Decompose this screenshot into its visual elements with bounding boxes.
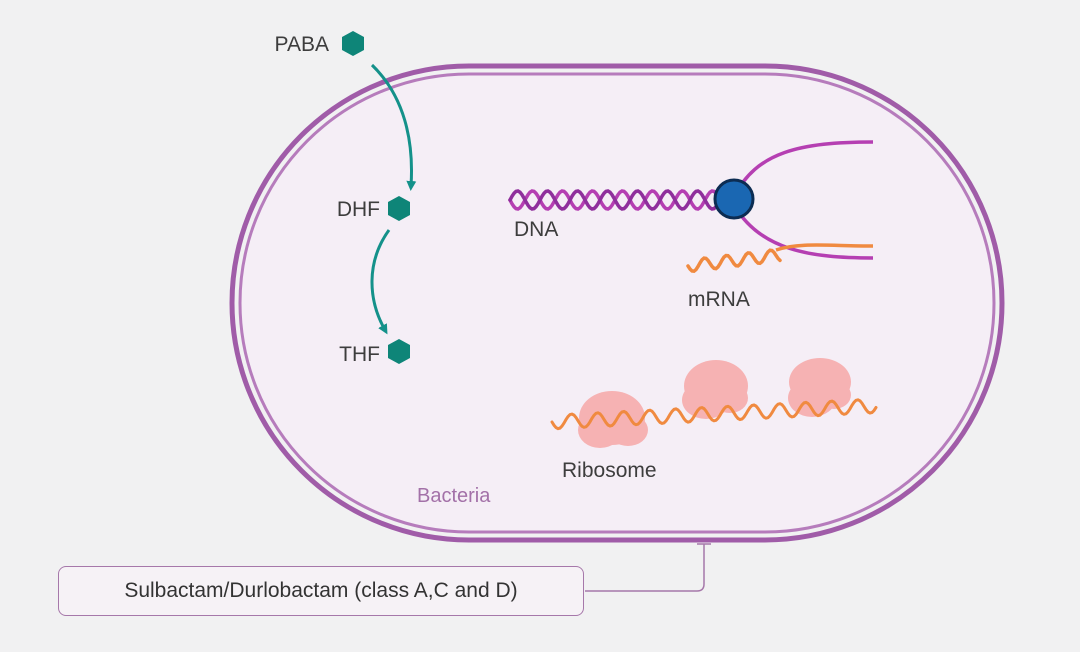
translated-mrna-strand [550, 398, 878, 431]
paba-label: PABA [275, 33, 329, 56]
paba-hexagon-icon [342, 31, 364, 56]
ribosome-label: Ribosome [562, 459, 657, 482]
cell-membrane-outer [229, 63, 1005, 543]
dhf-hexagon-icon [388, 196, 410, 221]
ribosome-icon [578, 391, 648, 448]
arrow-dhf-to-thf [370, 229, 391, 335]
drug-label-box: Sulbactam/Durlobactam (class A,C and D) [58, 566, 584, 616]
cell-membrane-inner [238, 72, 996, 534]
thf-label: THF [339, 343, 380, 366]
mrna-label: mRNA [688, 288, 750, 311]
thf-hexagon-icon [388, 339, 410, 364]
drug-label: Sulbactam/Durlobactam (class A,C and D) [124, 579, 518, 602]
mrna-strand [686, 248, 782, 274]
dna-strand [508, 189, 718, 211]
mrna-tail [775, 243, 874, 252]
dna-label: DNA [514, 218, 558, 241]
rna-polymerase-icon [713, 178, 755, 220]
dhf-label: DHF [337, 198, 380, 221]
drug-connector-line [585, 543, 711, 592]
bacteria-label: Bacteria [417, 485, 491, 507]
ribosome-icon [682, 360, 748, 419]
arrow-paba-to-dhf [370, 63, 417, 191]
dna-strand [508, 189, 718, 211]
